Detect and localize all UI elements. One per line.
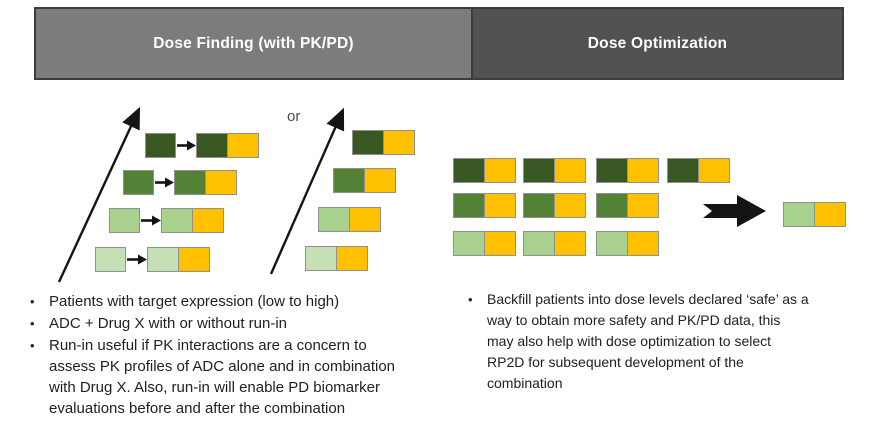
dose-finding-notes: • Patients with target expression (low t… [30, 291, 430, 420]
run-in-arrow-icon [155, 177, 174, 188]
backfill-pair [453, 193, 516, 218]
drug-x-square [554, 231, 586, 256]
drug-x-square [178, 247, 210, 272]
adc-square [523, 158, 555, 183]
backfill-pair [453, 231, 516, 256]
drug-x-square [349, 207, 381, 232]
adc-square [596, 231, 628, 256]
adc-square [305, 246, 337, 271]
backfill-pair [667, 158, 730, 183]
run-in-arrow-icon [177, 140, 196, 151]
drug-x-square [484, 158, 516, 183]
bullet-item: • Backfill patients into dose levels dec… [468, 289, 868, 394]
dose-row [123, 170, 237, 195]
dose-optimization-notes: • Backfill patients into dose levels dec… [468, 289, 868, 395]
dose-row [318, 207, 381, 232]
backfill-pair [596, 193, 659, 218]
combo-pair [196, 133, 259, 158]
backfill-pair [596, 231, 659, 256]
bullet-dot: • [468, 292, 473, 307]
backfill-pair [523, 193, 586, 218]
dose-row [145, 133, 259, 158]
dose-row [305, 246, 368, 271]
adc-square [596, 193, 628, 218]
combo-pair [305, 246, 368, 271]
backfill-pair [596, 158, 659, 183]
bullet-line: assess PK profiles of ADC alone and in c… [49, 358, 396, 375]
selected-dose-pair [783, 202, 846, 227]
drug-x-square [364, 168, 396, 193]
combo-pair [352, 130, 415, 155]
bullet-line: evaluations before and after the combina… [49, 400, 346, 417]
backfill-arrow [703, 195, 766, 227]
drug-x-square [227, 133, 259, 158]
dose-row [333, 168, 396, 193]
dose-row [352, 130, 415, 155]
bullet-line: may also help with dose optimization to … [487, 333, 772, 349]
dose-row [109, 208, 224, 233]
backfill-pair [453, 158, 516, 183]
bullet-item: • ADC + Drug X with or without run-in [30, 313, 430, 334]
drug-x-square [627, 158, 659, 183]
combo-pair [333, 168, 396, 193]
adc-square [318, 207, 350, 232]
adc-alone-square [145, 133, 176, 158]
adc-square [453, 158, 485, 183]
combo-pair [174, 170, 237, 195]
bullet-dot: • [30, 294, 35, 309]
adc-square [174, 170, 206, 195]
dose-row [95, 247, 210, 272]
drug-x-square [627, 231, 659, 256]
combo-pair [161, 208, 224, 233]
adc-square [523, 193, 555, 218]
adc-square [596, 158, 628, 183]
combo-pair [318, 207, 381, 232]
bullet-line: way to obtain more safety and PK/PD data… [487, 312, 781, 328]
run-in-arrow-icon [141, 215, 161, 226]
adc-square [667, 158, 699, 183]
drug-x-square [814, 202, 846, 227]
drug-x-square [627, 193, 659, 218]
run-in-arrow-icon [127, 254, 147, 265]
drug-x-square [484, 231, 516, 256]
bullet-line: Run-in useful if PK interactions are a c… [49, 337, 367, 354]
bullet-item: • Patients with target expression (low t… [30, 291, 430, 312]
drug-x-square [484, 193, 516, 218]
bullet-line: with Drug X. Also, run-in will enable PD… [49, 379, 380, 396]
adc-square [196, 133, 228, 158]
adc-square [333, 168, 365, 193]
bullet-dot: • [30, 316, 35, 331]
drug-x-square [554, 193, 586, 218]
adc-square [453, 193, 485, 218]
drug-x-square [336, 246, 368, 271]
bullet-dot: • [30, 338, 35, 353]
bullet-line: Backfill patients into dose levels decla… [487, 291, 809, 307]
phase-header: Dose Finding (with PK/PD) Dose Optimizat… [34, 7, 844, 80]
bullet-item: • Run-in useful if PK interactions are a… [30, 335, 430, 419]
adc-alone-square [109, 208, 140, 233]
drug-x-square [205, 170, 237, 195]
drug-x-square [383, 130, 415, 155]
backfill-pair [523, 158, 586, 183]
adc-square [453, 231, 485, 256]
adc-alone-square [123, 170, 154, 195]
adc-square [147, 247, 179, 272]
combo-pair [147, 247, 210, 272]
drug-x-square [554, 158, 586, 183]
header-dose-optimization: Dose Optimization [473, 9, 842, 78]
adc-alone-square [95, 247, 126, 272]
bullet-line: ADC + Drug X with or without run-in [49, 315, 288, 332]
bullet-line: Patients with target expression (low to … [49, 293, 340, 310]
or-label: or [287, 108, 301, 125]
adc-square [352, 130, 384, 155]
drug-x-square [192, 208, 224, 233]
adc-square [783, 202, 815, 227]
bullet-line: RP2D for subsequent development of the [487, 354, 744, 370]
backfill-pair [523, 231, 586, 256]
adc-square [523, 231, 555, 256]
header-dose-finding: Dose Finding (with PK/PD) [36, 9, 473, 78]
drug-x-square [698, 158, 730, 183]
bullet-line: combination [487, 375, 563, 391]
adc-square [161, 208, 193, 233]
